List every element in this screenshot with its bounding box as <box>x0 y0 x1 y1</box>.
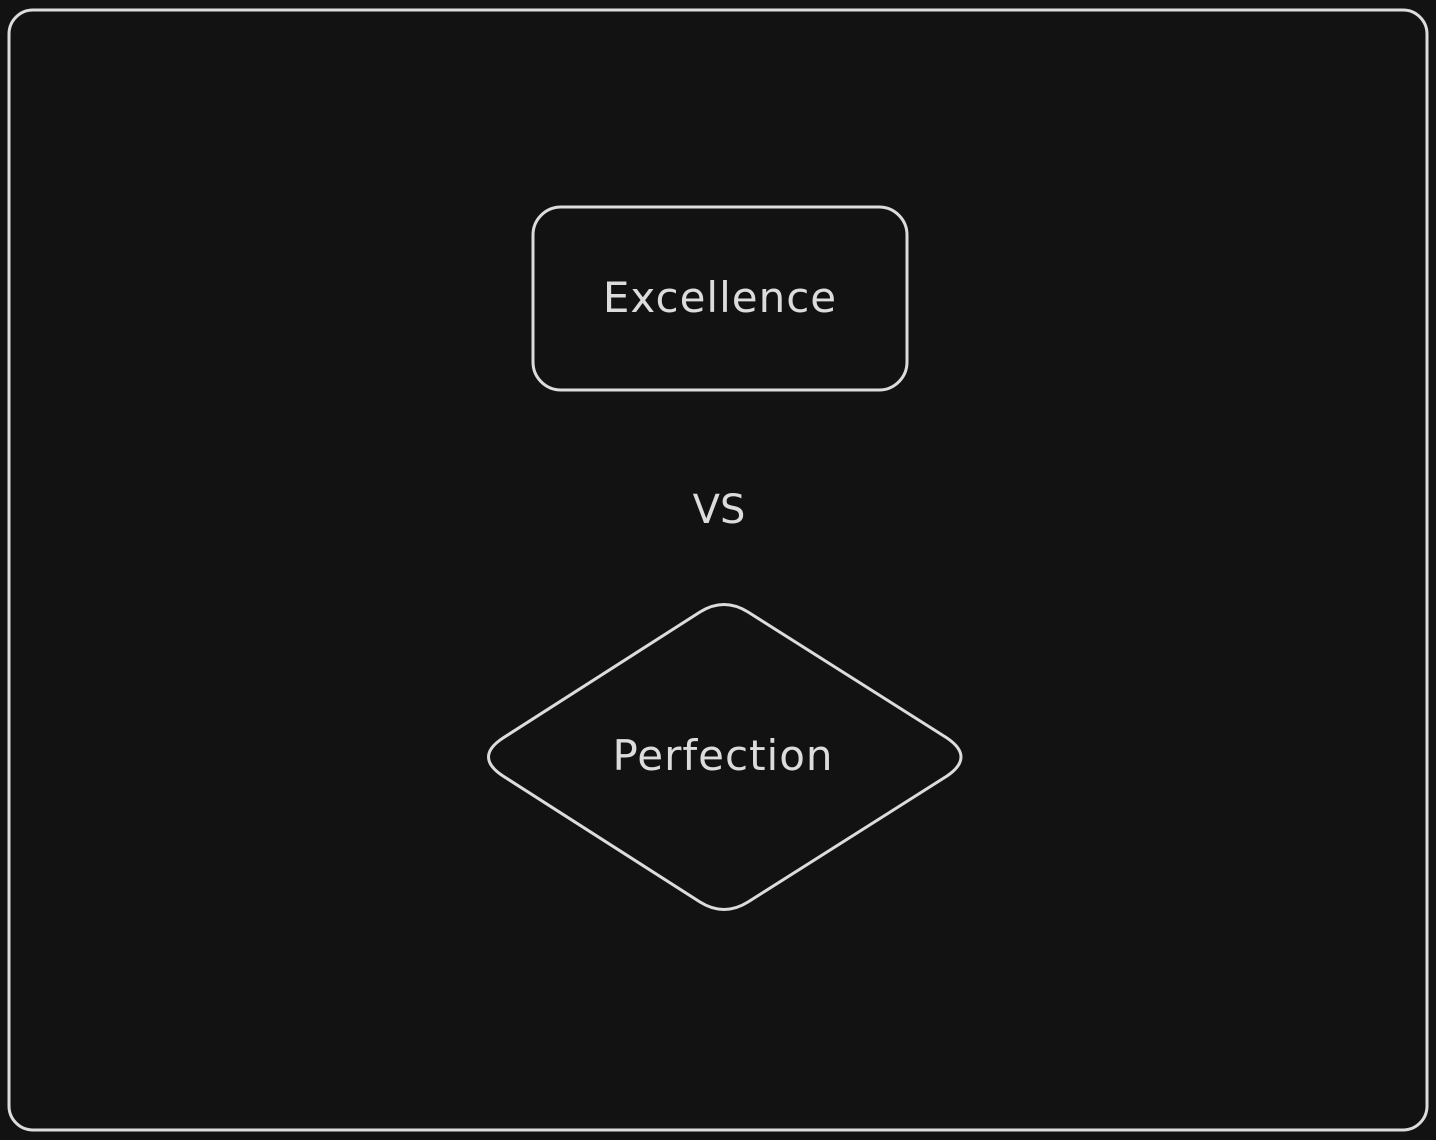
perfection-label: Perfection <box>612 731 833 780</box>
perfection-node[interactable]: Perfection <box>487 603 963 911</box>
perfection-diamond <box>487 603 963 911</box>
vs-label: VS <box>693 487 746 533</box>
excellence-box <box>531 205 909 392</box>
outer-frame <box>7 8 1429 1132</box>
excellence-label: Excellence <box>603 273 837 322</box>
excellence-node[interactable]: Excellence <box>531 205 909 392</box>
